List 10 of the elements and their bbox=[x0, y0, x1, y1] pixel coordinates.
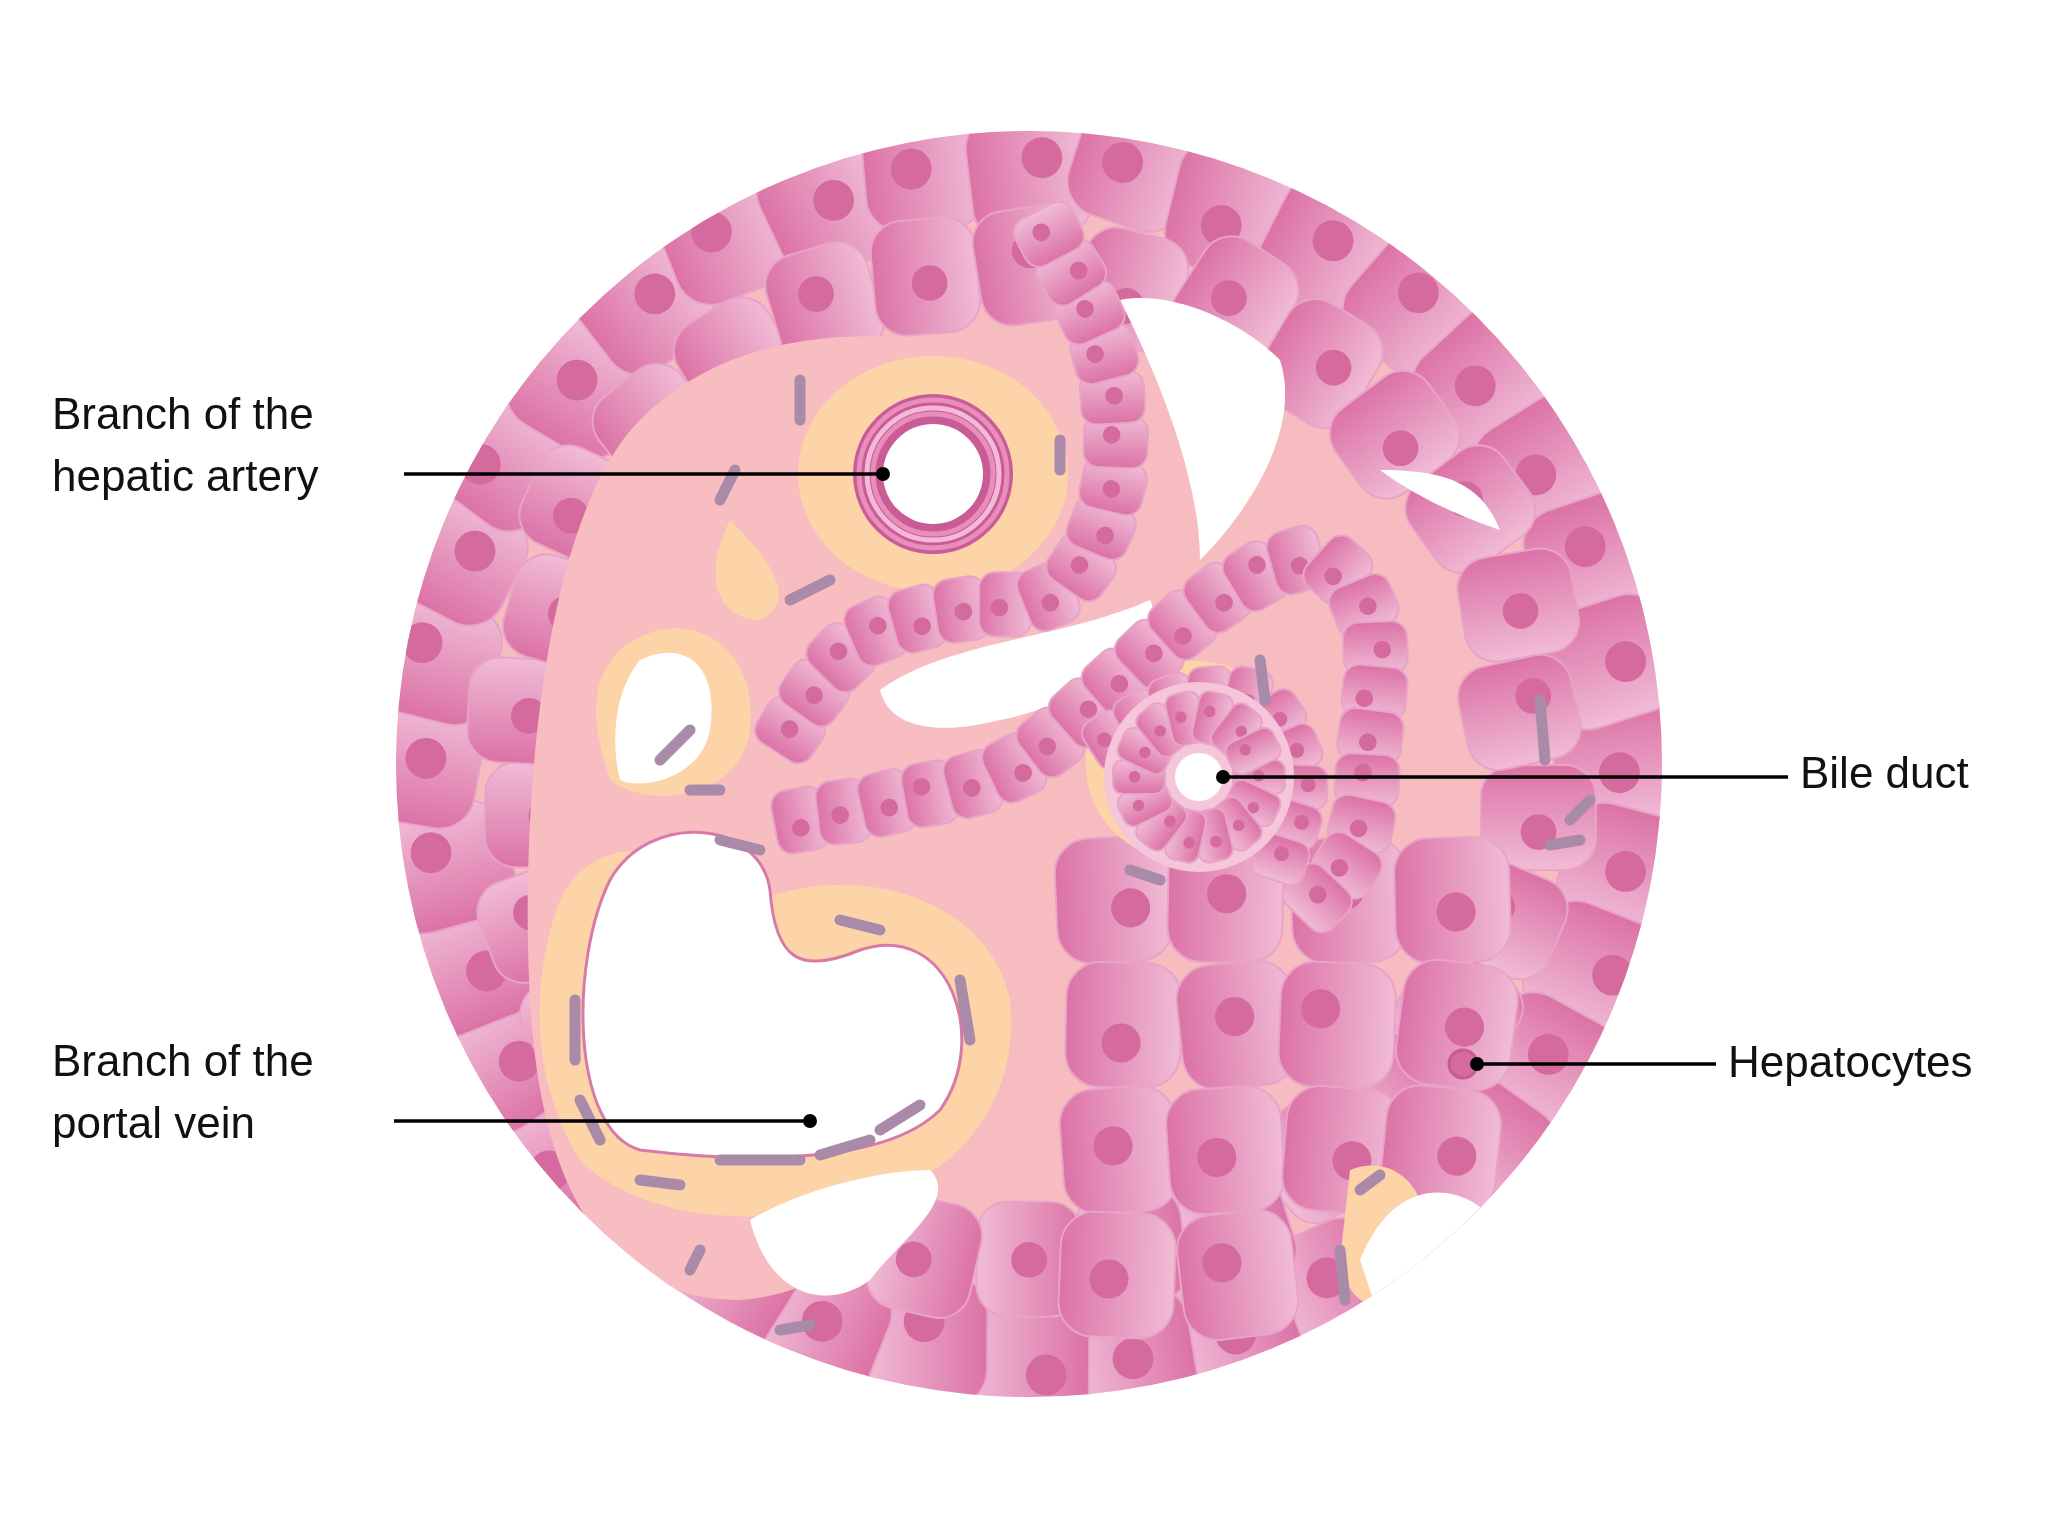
callout-label: Hepatocytes bbox=[1728, 1031, 1973, 1093]
leader-line bbox=[1216, 770, 1788, 784]
lumen bbox=[1175, 753, 1223, 801]
lumen bbox=[883, 424, 983, 524]
callout-label: Branch of the portal vein bbox=[52, 1030, 382, 1154]
callout-label: Bile duct bbox=[1800, 742, 1969, 804]
callout-label: Branch of the hepatic artery bbox=[52, 383, 392, 507]
leader-line bbox=[394, 1114, 817, 1128]
leader-line bbox=[1470, 1057, 1716, 1071]
leader-line bbox=[404, 467, 890, 481]
